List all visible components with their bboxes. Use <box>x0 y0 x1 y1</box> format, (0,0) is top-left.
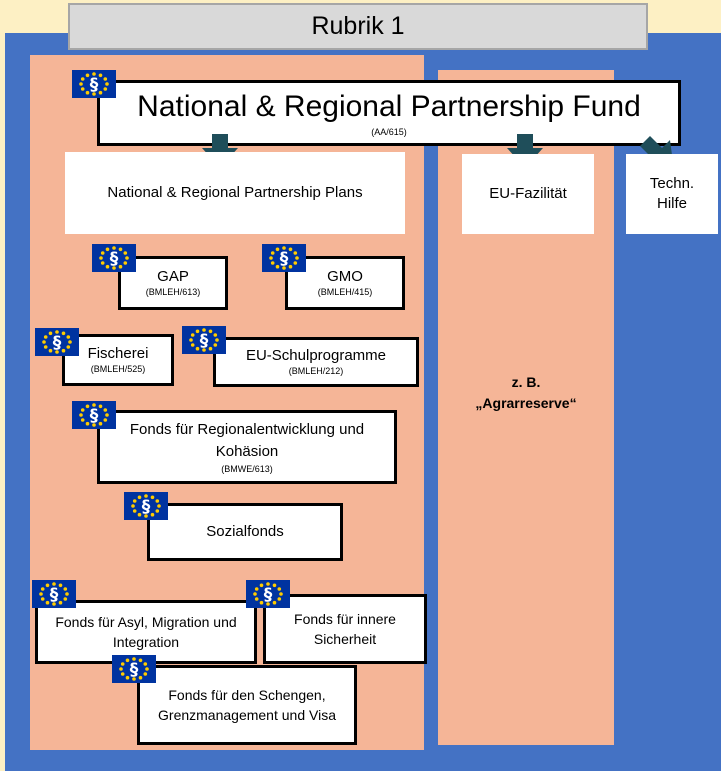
fund-code: (BMLEH/525) <box>90 364 146 375</box>
tech-help-label: Techn. Hilfe <box>649 174 695 212</box>
fund-label: Fonds für Regionalentwicklung und Kohäsi… <box>129 421 365 461</box>
paragraph-symbol: § <box>50 585 59 605</box>
fund-box-gmo: GMO (BMLEH/415) <box>285 256 405 310</box>
eu-flag-paragraph-icon: § <box>124 492 168 520</box>
eu-flag-paragraph-icon: § <box>32 580 76 608</box>
rubrik-title: Rubrik 1 <box>311 12 405 40</box>
fund-label: GMO <box>327 267 363 285</box>
fund-box-regional: Fonds für Regionalentwicklung und Kohäsi… <box>97 410 397 484</box>
fund-box-sozial: Sozialfonds <box>147 503 343 561</box>
eu-flag-paragraph-icon: § <box>72 401 116 429</box>
fund-label: Fonds für innere Sicherheit <box>294 610 396 647</box>
eu-flag-paragraph-icon: § <box>92 244 136 272</box>
main-fund-code: (AA/615) <box>371 126 407 137</box>
fund-box-schulprogramme: EU-Schulprogramme (BMLEH/212) <box>213 337 419 387</box>
tech-help-box: Techn. Hilfe <box>626 154 718 234</box>
plans-label: National & Regional Partnership Plans <box>107 183 363 201</box>
paragraph-symbol: § <box>280 249 289 269</box>
eu-flag-paragraph-icon: § <box>246 580 290 608</box>
fund-label: Fischerei <box>87 344 149 362</box>
fund-label: EU-Schulprogramme <box>245 346 387 364</box>
down-arrow-icon <box>507 134 543 168</box>
reserve-note: z. B. „Agrarreserve“ <box>438 372 614 414</box>
rubrik-header: Rubrik 1 <box>68 3 648 50</box>
eu-flag-paragraph-icon: § <box>112 655 156 683</box>
fund-box-fischerei: Fischerei (BMLEH/525) <box>62 334 174 386</box>
fund-box-innere: Fonds für innere Sicherheit <box>263 594 427 664</box>
eu-flag-paragraph-icon: § <box>182 326 226 354</box>
main-fund-label: National & Regional Partnership Fund <box>137 90 641 124</box>
plans-box: National & Regional Partnership Plans <box>65 152 405 234</box>
eu-flag-paragraph-icon: § <box>35 328 79 356</box>
fund-label: Fonds für den Schengen, Grenzmanagement … <box>158 686 336 723</box>
paragraph-symbol: § <box>200 331 209 351</box>
fund-code: (BMLEH/212) <box>288 366 344 377</box>
paragraph-symbol: § <box>130 660 139 680</box>
paragraph-symbol: § <box>53 333 62 353</box>
fund-box-schengen: Fonds für den Schengen, Grenzmanagement … <box>137 665 357 745</box>
eu-flag-paragraph-icon: § <box>262 244 306 272</box>
fund-box-asyl: Fonds für Asyl, Migration und Integratio… <box>35 600 257 664</box>
fund-box-gap: GAP (BMLEH/613) <box>118 256 228 310</box>
paragraph-symbol: § <box>264 585 273 605</box>
reserve-note-line2: „Agrarreserve“ <box>475 395 577 411</box>
paragraph-symbol: § <box>110 249 119 269</box>
fund-label: Sozialfonds <box>206 522 284 540</box>
fund-code: (BMLEH/613) <box>145 287 201 298</box>
fund-label: Fonds für Asyl, Migration und Integratio… <box>55 613 237 650</box>
main-fund-box: National & Regional Partnership Fund (AA… <box>97 80 681 146</box>
eu-flag-paragraph-icon: § <box>72 70 116 98</box>
paragraph-symbol: § <box>142 497 151 517</box>
paragraph-symbol: § <box>90 406 99 426</box>
reserve-note-line1: z. B. <box>511 374 541 390</box>
fund-code: (BMLEH/415) <box>317 287 373 298</box>
fund-label: GAP <box>157 267 189 285</box>
down-arrow-icon <box>202 134 238 168</box>
fund-code: (BMWE/613) <box>221 463 273 474</box>
paragraph-symbol: § <box>90 75 99 95</box>
facility-box: EU-Fazilität <box>462 154 594 234</box>
facility-label: EU-Fazilität <box>489 184 567 202</box>
